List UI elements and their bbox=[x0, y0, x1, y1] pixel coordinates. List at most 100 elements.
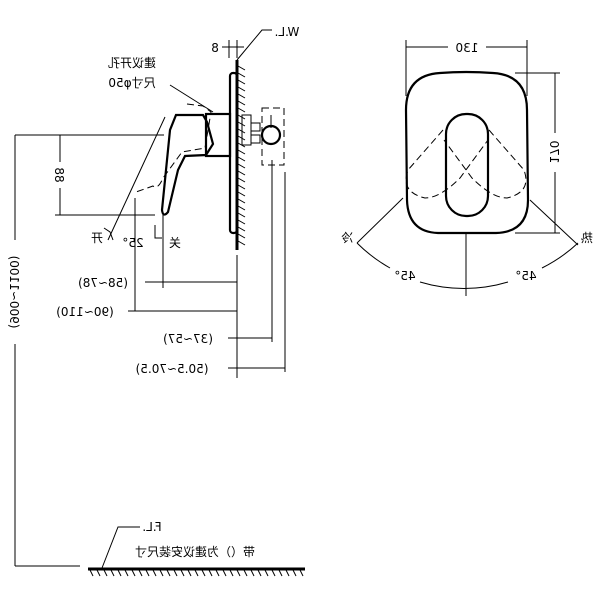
hatch-mark bbox=[237, 212, 246, 218]
hatch-mark bbox=[237, 149, 246, 155]
lever-hot-position bbox=[443, 129, 527, 199]
hot-label: 热 bbox=[581, 231, 593, 245]
side-view: 建议开孔 尺寸φ50 8 W.L. 88 (900~1100) bbox=[7, 25, 300, 567]
hatch-mark bbox=[299, 569, 304, 577]
label-bg bbox=[7, 240, 23, 344]
hatch-mark bbox=[237, 86, 246, 92]
close-mark bbox=[154, 225, 162, 239]
hatch-mark bbox=[278, 569, 283, 577]
wall-level-label: W.L. bbox=[275, 25, 300, 39]
angle-arc bbox=[541, 242, 579, 269]
hatch-mark bbox=[271, 569, 276, 577]
hot-line bbox=[529, 199, 579, 246]
hot-angle: 45° bbox=[515, 269, 536, 283]
hatch-mark bbox=[237, 65, 246, 71]
dim-50-70: (50.5~70.5) bbox=[136, 362, 209, 376]
hatch-mark bbox=[180, 569, 185, 577]
hatch-mark bbox=[237, 184, 246, 190]
hatch-mark bbox=[237, 79, 246, 85]
pipe-outline bbox=[261, 107, 285, 166]
hatch-mark bbox=[201, 569, 206, 577]
hatch-mark bbox=[250, 569, 255, 577]
hole-note-line1: 建议开孔 bbox=[108, 56, 156, 70]
hatch-mark bbox=[89, 569, 94, 577]
hatch-mark bbox=[131, 569, 136, 577]
floor-level-label: F.L. bbox=[142, 520, 161, 534]
connector bbox=[250, 134, 261, 144]
hatch-mark bbox=[237, 72, 246, 78]
cold-angle: 45° bbox=[394, 269, 415, 283]
hatch-mark bbox=[237, 191, 246, 197]
hatch-mark bbox=[138, 569, 143, 577]
hatch-mark bbox=[237, 93, 246, 99]
hatch-mark bbox=[237, 107, 246, 113]
lever-open-position bbox=[135, 103, 212, 193]
hatch-mark bbox=[243, 569, 248, 577]
front-view: 130 170 45° 45° 冷 热 bbox=[341, 40, 593, 296]
installation-note: 带（）为建议安装尺寸 bbox=[135, 544, 255, 559]
lever-cold-position bbox=[405, 129, 489, 199]
floor-leader bbox=[101, 526, 140, 569]
hatch-mark bbox=[237, 205, 246, 211]
hatch-mark bbox=[208, 569, 213, 577]
plate-offset-dim: 8 bbox=[211, 41, 219, 55]
front-lever bbox=[444, 112, 490, 218]
hatch-mark bbox=[194, 569, 199, 577]
connector bbox=[250, 122, 261, 132]
front-plate bbox=[404, 70, 530, 235]
hole-note-line2: 尺寸φ50 bbox=[108, 76, 155, 90]
floor: F.L. 带（）为建议安装尺寸 bbox=[88, 520, 305, 577]
angle-arc bbox=[356, 242, 391, 269]
lever-handle bbox=[160, 113, 215, 216]
hatch-mark bbox=[117, 569, 122, 577]
hatch-mark bbox=[173, 569, 178, 577]
hatch-mark bbox=[159, 569, 164, 577]
height-range-dim: (900~1100) bbox=[7, 256, 21, 329]
hatch-mark bbox=[152, 569, 157, 577]
wall-hatch bbox=[237, 65, 246, 246]
hatch-mark bbox=[237, 233, 246, 239]
wall-leader bbox=[236, 29, 272, 61]
open-angle-line bbox=[107, 116, 166, 241]
hatch-mark bbox=[237, 198, 246, 204]
handle-drop-dim: 88 bbox=[52, 167, 66, 182]
hatch-mark bbox=[229, 569, 234, 577]
height-dim: 170 bbox=[547, 141, 561, 164]
valve-body bbox=[204, 112, 232, 158]
hatch-mark bbox=[237, 100, 246, 106]
angle-arc bbox=[419, 281, 509, 289]
hatch-mark bbox=[96, 569, 101, 577]
hole-leader bbox=[169, 84, 214, 113]
hatch-mark bbox=[103, 569, 108, 577]
open-mark bbox=[103, 227, 114, 241]
hatch-mark bbox=[285, 569, 290, 577]
hatch-mark bbox=[237, 219, 246, 225]
cold-label: 冷 bbox=[341, 231, 353, 245]
label-bg bbox=[52, 162, 68, 188]
open-label: 开 bbox=[91, 231, 103, 245]
hatch-mark bbox=[110, 569, 115, 577]
hatch-mark bbox=[237, 163, 246, 169]
hatch-mark bbox=[237, 177, 246, 183]
hatch-mark bbox=[257, 569, 262, 577]
hatch-mark bbox=[166, 569, 171, 577]
hatch-mark bbox=[237, 226, 246, 232]
width-dim: 130 bbox=[456, 41, 479, 55]
rotation-angle: 25° bbox=[122, 236, 143, 250]
hatch-mark bbox=[222, 569, 227, 577]
pipe-section bbox=[260, 124, 282, 146]
hatch-mark bbox=[264, 569, 269, 577]
hatch-mark bbox=[124, 569, 129, 577]
hatch-mark bbox=[237, 240, 246, 246]
hatch-mark bbox=[292, 569, 297, 577]
hatch-mark bbox=[187, 569, 192, 577]
hatch-mark bbox=[237, 156, 246, 162]
dim-37-57: (37~57) bbox=[163, 332, 213, 346]
cold-line bbox=[356, 197, 404, 244]
hatch-mark bbox=[215, 569, 220, 577]
floor-hatch bbox=[89, 569, 304, 577]
hatch-mark bbox=[236, 569, 241, 577]
dim-58-78: (58~78) bbox=[78, 276, 128, 290]
close-label: 关 bbox=[169, 236, 181, 250]
